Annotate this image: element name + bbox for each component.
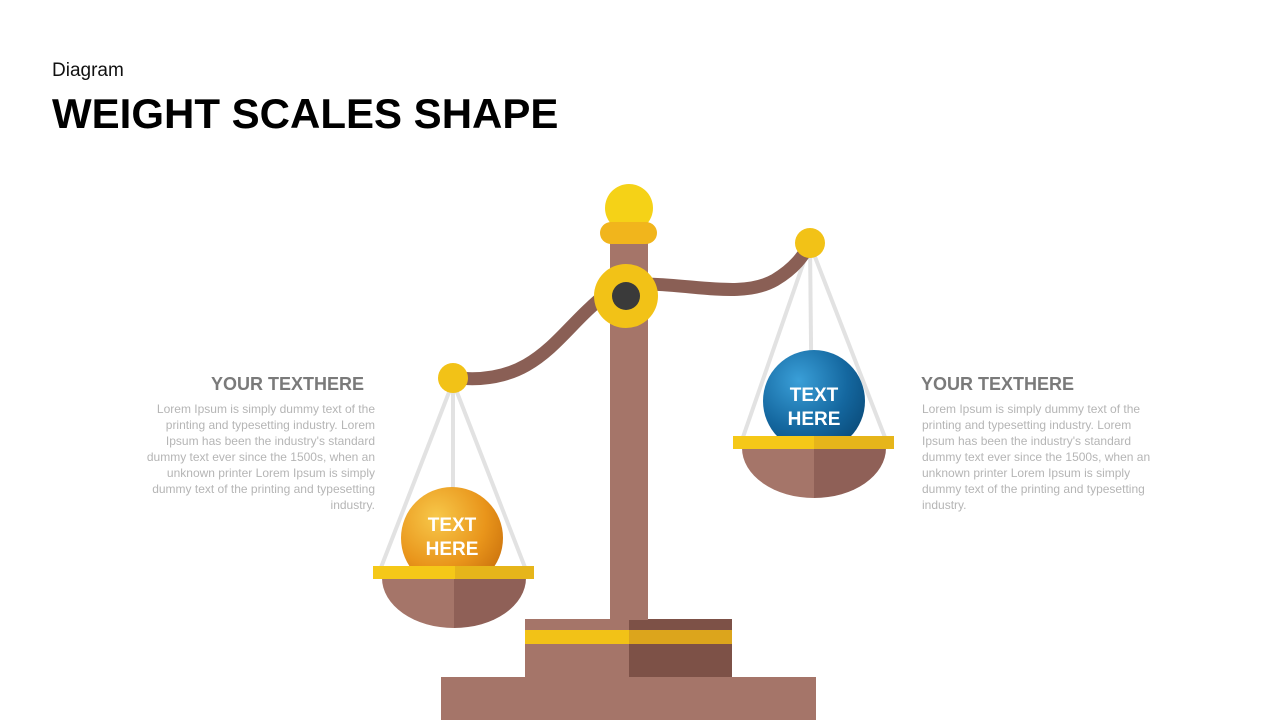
right-ball: TEXT HERE [763, 350, 865, 452]
right-pan-bowl-right [814, 448, 886, 498]
left-pan-bowl-left [382, 578, 454, 628]
top-knob [600, 184, 657, 244]
left-text-heading: YOUR TEXTHERE [210, 374, 364, 394]
right-pan-bowl-left [742, 448, 814, 498]
right-pan-rim-right [814, 436, 894, 449]
top-knob-ball [605, 184, 653, 232]
left-chain-outer [378, 381, 455, 571]
base-block-left [525, 619, 629, 677]
left-pan-rim-left [373, 566, 455, 579]
left-beam-knob [438, 363, 468, 393]
right-ball-line1: TEXT [790, 385, 839, 406]
right-ball-line2: HERE [788, 409, 841, 430]
left-pan-bowl-right [454, 578, 526, 628]
left-ball-line1: TEXT [428, 515, 477, 536]
pivot-hole [612, 282, 640, 310]
left-pan-rim-right [455, 566, 534, 579]
left-chain-inner [451, 381, 528, 571]
base-stripe-right [629, 630, 732, 644]
right-chain-outer [740, 243, 812, 441]
scale-base [441, 619, 816, 720]
top-knob-collar [600, 222, 657, 244]
pivot [594, 264, 658, 328]
right-text-heading: YOUR TEXTHERE [921, 374, 1075, 394]
base-stripe-left [525, 630, 629, 644]
left-ball: TEXT HERE [401, 487, 503, 589]
right-text-body: Lorem Ipsum is simply dummy text of the … [922, 402, 1151, 512]
left-text-body: Lorem Ipsum is simply dummy text of the … [146, 402, 375, 512]
slide-subtitle: Diagram [52, 60, 124, 81]
right-pan [733, 436, 894, 498]
right-chain-inner [808, 243, 888, 441]
slide-title: WEIGHT SCALES SHAPE [52, 90, 559, 137]
right-pan-rim-left [733, 436, 814, 449]
left-pan [373, 566, 534, 628]
right-beam-knob [795, 228, 825, 258]
left-ball-sphere [401, 487, 503, 589]
base-block-right [629, 619, 732, 677]
base-platform [441, 677, 816, 720]
right-ball-sphere [763, 350, 865, 452]
left-ball-line2: HERE [426, 539, 479, 560]
